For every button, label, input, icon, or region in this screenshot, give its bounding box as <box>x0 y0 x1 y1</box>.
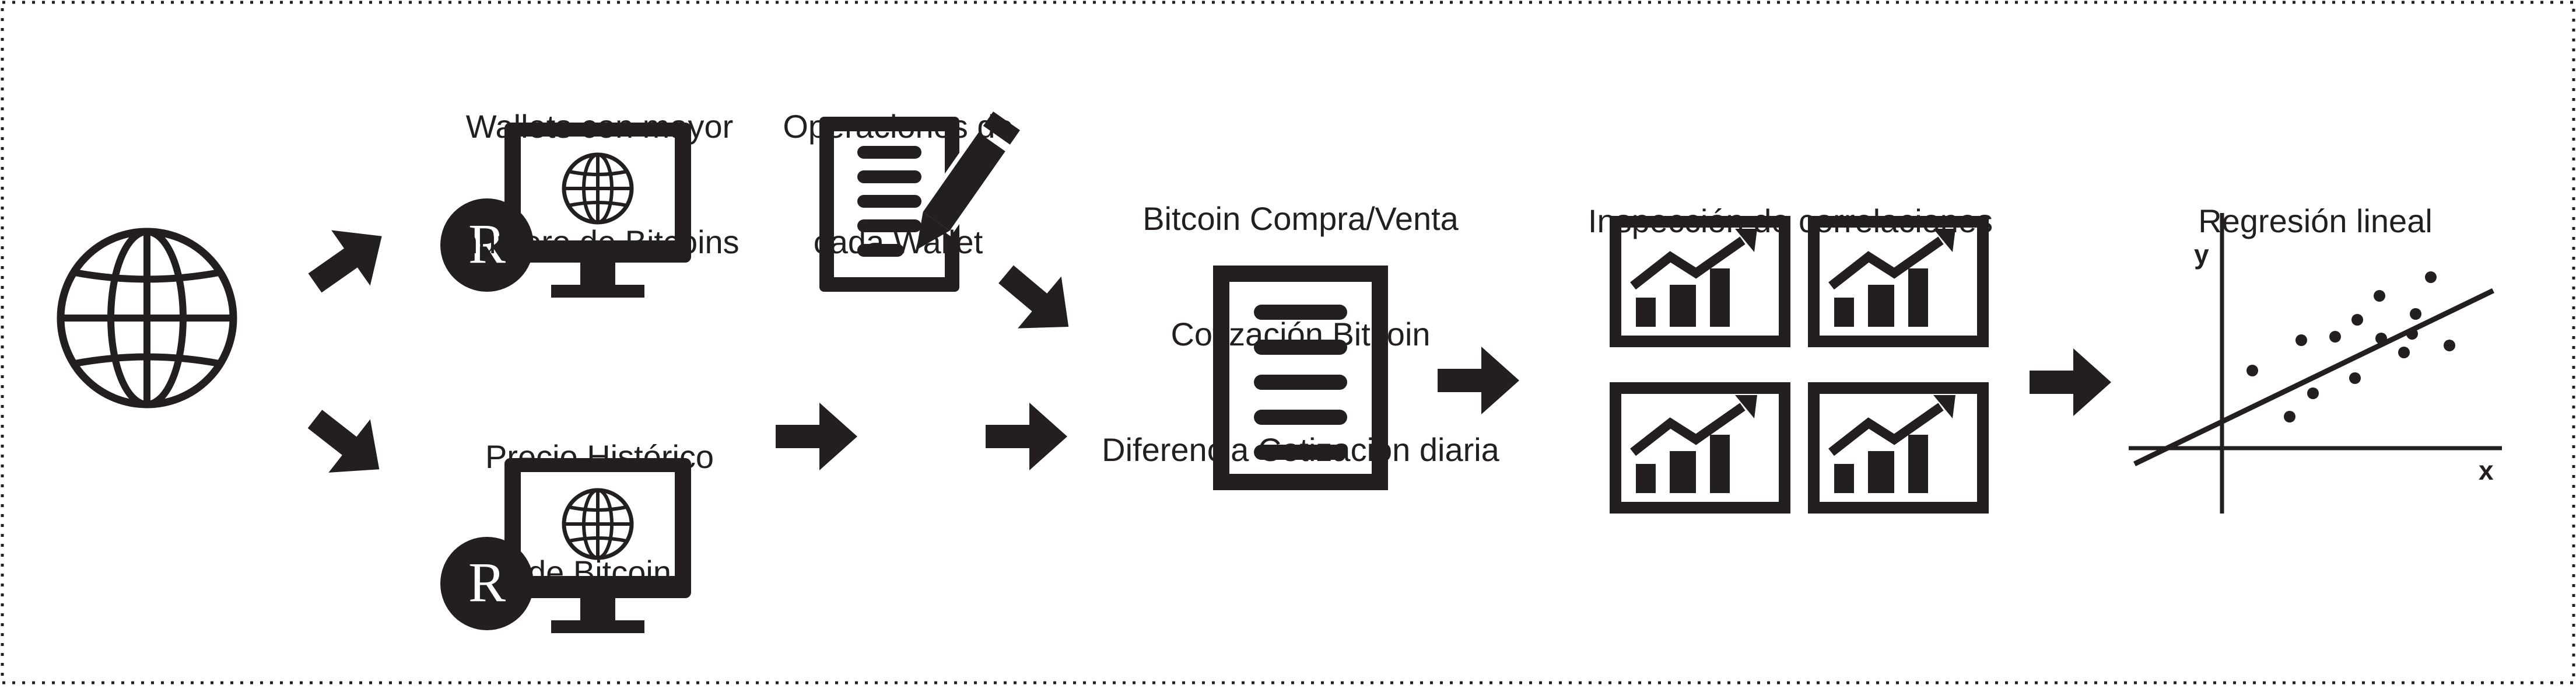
arrow-globe-to-precio-icon <box>294 392 401 496</box>
label-regresion: Regresión lineal <box>2152 125 2479 279</box>
label-bitcoin-line-1: Bitcoin Compra/Venta <box>1142 200 1459 237</box>
document-pencil-icon <box>819 106 1026 292</box>
arrow-globe-to-wallets-icon <box>295 208 401 311</box>
label-wallets-line-1: Wallets con mayor <box>465 108 734 145</box>
label-operaciones-line-2: cada Wallet <box>813 223 983 260</box>
label-bitcoin-line-2: Cotización Bitcoin <box>1170 316 1431 352</box>
label-precio-line-1: Precio Histórico <box>485 438 714 475</box>
monitor-wallets-icon: R <box>440 123 691 298</box>
monitor-precio-icon: R <box>440 458 691 633</box>
label-inspeccion: Inspección de correlaciones <box>1528 125 2053 279</box>
arrow-charts-to-regression-icon <box>2030 348 2111 416</box>
data-document-icon <box>1213 266 1388 490</box>
label-operaciones: Operaciones de cada Wallet <box>752 30 1044 300</box>
globe-icon <box>57 228 237 408</box>
regression-plot-icon: y x <box>2129 213 2502 514</box>
label-precio-line-2: de Bitcoin <box>528 554 671 591</box>
label-bitcoin-data: Bitcoin Compra/Venta Cotización Bitcoin … <box>1050 123 1551 508</box>
label-wallets-mayor: Wallets con mayor número de Bitcoins <box>425 30 774 300</box>
label-bitcoin-line-3: Diferencia Cotización diaria <box>1102 431 1499 468</box>
label-inspeccion-line-1: Inspección de correlaciones <box>1587 202 1993 239</box>
r-badge-top: R <box>468 212 506 275</box>
label-operaciones-line-1: Operaciones de <box>783 108 1014 145</box>
x-axis-label: x <box>2479 455 2494 486</box>
label-wallets-line-2: número de Bitcoins <box>460 223 739 260</box>
arrow-precio-to-mid-icon <box>776 403 857 470</box>
label-regresion-line-1: Regresión lineal <box>2198 202 2433 239</box>
r-badge-bottom: R <box>468 551 506 613</box>
y-axis-label: y <box>2194 239 2209 270</box>
label-precio-historico: Precio Histórico de Bitcoin <box>448 361 751 630</box>
